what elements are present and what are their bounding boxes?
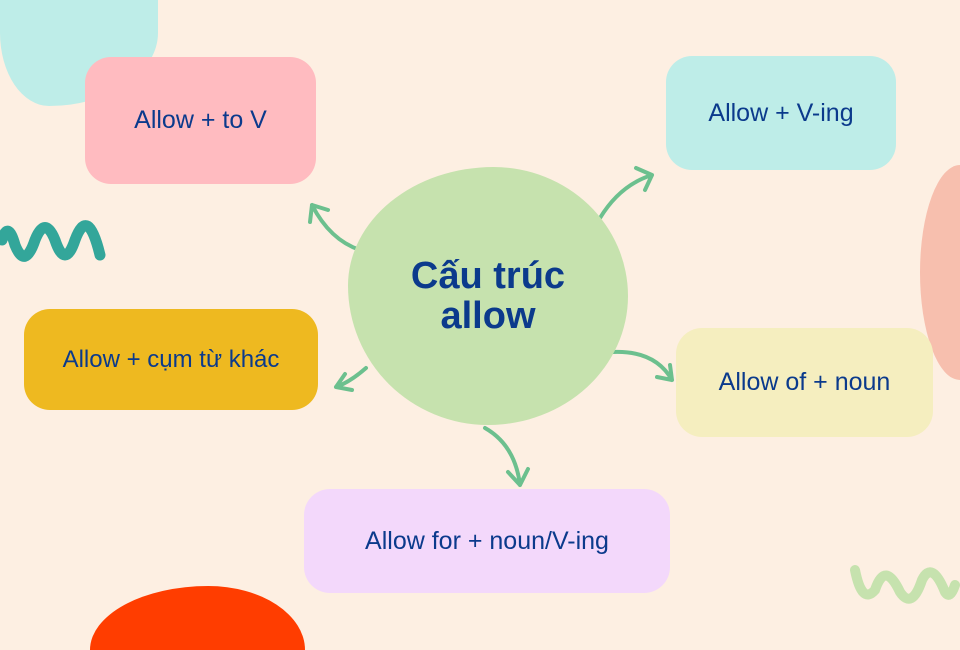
central-topic-line2: allow [440,295,536,337]
teal-squiggle-decoration [0,220,106,262]
branch-allow-v-ing: Allow + V-ing [666,56,896,170]
branch-label: Allow + V-ing [708,98,854,127]
branch-allow-to-v: Allow + to V [85,57,316,184]
branch-allow-cum-tu-khac: Allow + cụm từ khác [24,309,318,410]
green-squiggle-decoration [850,565,960,604]
arrow-to-v-ing [598,166,654,220]
branch-allow-for-noun-v-ing: Allow for + noun/V-ing [304,489,670,593]
branch-label: Allow for + noun/V-ing [365,526,609,555]
central-topic-line1: Cấu trúc [410,255,566,297]
arrow-to-for-noun [483,426,530,487]
branch-label: Allow + to V [134,106,267,134]
arrow-to-cum-tu-khac [334,366,368,392]
arrow-to-to-v [308,203,362,252]
central-topic: Cấu trúc allow [348,167,628,425]
branch-label: Allow of + noun [718,368,891,396]
branch-label: Allow + cụm từ khác [62,345,280,373]
arrow-to-of-noun [610,349,674,382]
branch-allow-of-noun: Allow of + noun [676,328,933,437]
